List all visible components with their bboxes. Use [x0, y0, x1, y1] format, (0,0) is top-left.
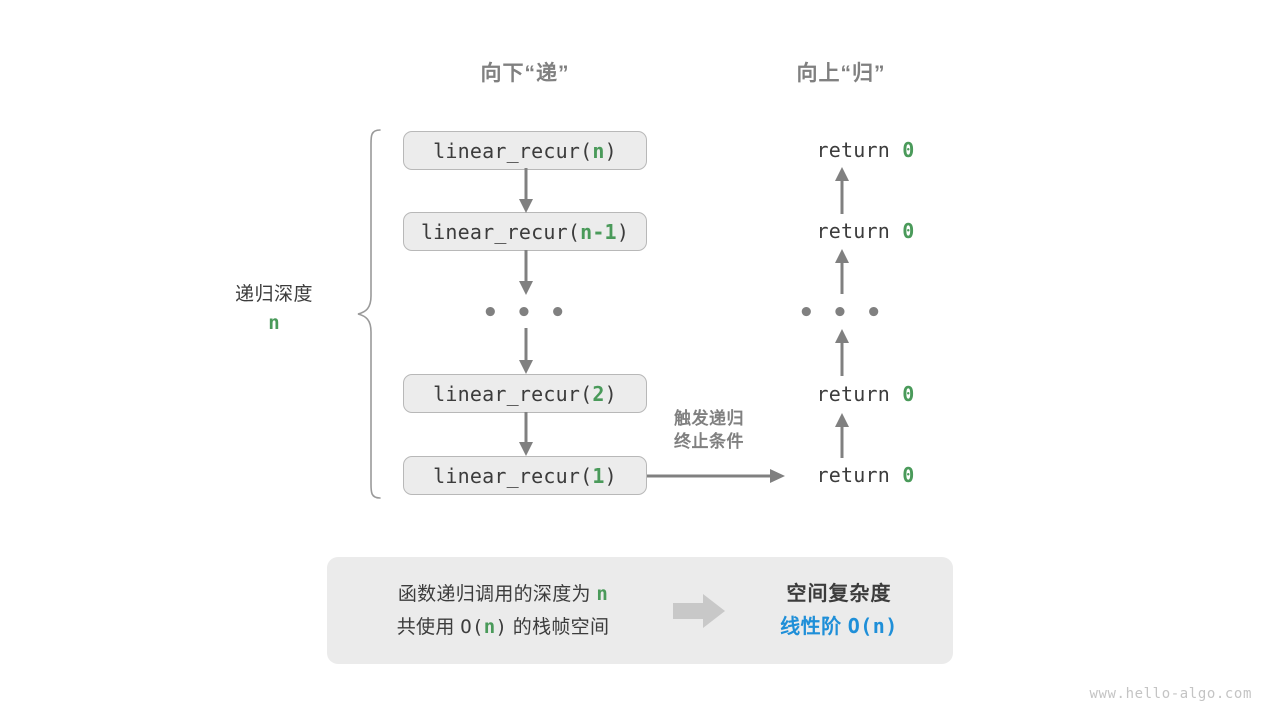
ascend-arrow-icon — [835, 413, 849, 458]
return-value: 0 — [902, 382, 915, 406]
summary-panel: 函数递归调用的深度为 n 共使用 O(n) 的栈帧空间 空间复杂度 线性阶 O(… — [327, 557, 953, 664]
return-value: 0 — [902, 463, 915, 487]
termination-note-line1: 触发递归 — [674, 409, 744, 428]
summary-line-1: 函数递归调用的深度为 n — [343, 578, 663, 611]
summary-line-2-bigo-close: ) — [495, 615, 508, 638]
complexity-bigo: O(n) — [847, 614, 898, 638]
frame-prefix: linear_recur( — [420, 219, 581, 244]
column-header-descend: 向下“递” — [480, 62, 570, 85]
ellipsis-right: • • • — [798, 298, 886, 328]
frame-argument: n-1 — [580, 219, 617, 244]
return-value: 0 — [902, 219, 915, 243]
descend-arrow-icon — [519, 328, 533, 374]
call-frame-box[interactable]: linear_recur(n-1) — [403, 212, 647, 251]
descend-arrow-icon — [519, 168, 533, 213]
summary-line-2-text-a: 共使用 — [396, 616, 461, 638]
ascend-arrow-icon — [835, 167, 849, 214]
summary-line-1-var: n — [596, 582, 609, 605]
summary-line-2-var: n — [483, 615, 496, 638]
return-keyword: return — [816, 138, 903, 162]
frame-argument: 2 — [592, 381, 605, 406]
descend-arrow-icon — [519, 250, 533, 295]
complexity-order-name: 线性阶 — [780, 616, 848, 638]
complexity-title: 空间复杂度 — [786, 583, 892, 605]
return-keyword: return — [816, 463, 903, 487]
recursion-depth-label: 递归深度 n — [235, 282, 313, 338]
right-block-arrow-icon — [673, 593, 725, 628]
descend-arrow-icon — [519, 412, 533, 456]
return-label: return 0 — [768, 358, 915, 430]
complexity-value: 线性阶 O(n) — [737, 610, 941, 643]
summary-line-1-text: 函数递归调用的深度为 — [397, 583, 597, 605]
summary-right-text: 空间复杂度 线性阶 O(n) — [737, 578, 953, 643]
frame-suffix: ) — [604, 381, 617, 406]
termination-note-line2: 终止条件 — [674, 432, 744, 451]
depth-brace-icon — [357, 129, 381, 499]
return-value: 0 — [902, 138, 915, 162]
call-frame-box[interactable]: linear_recur(n) — [403, 131, 647, 170]
summary-line-2-bigo-open: O( — [460, 615, 484, 638]
frame-suffix: ) — [604, 463, 617, 488]
return-keyword: return — [816, 382, 903, 406]
recursion-depth-text: 递归深度 — [234, 284, 314, 305]
frame-argument: n — [592, 138, 605, 163]
frame-suffix: ) — [604, 138, 617, 163]
call-frame-box[interactable]: linear_recur(1) — [403, 456, 647, 495]
frame-suffix: ) — [616, 219, 630, 244]
column-header-ascend: 向上“归” — [796, 62, 886, 85]
ascend-arrow-icon — [835, 329, 849, 376]
termination-note: 触发递归 终止条件 — [674, 407, 744, 453]
return-label: return 0 — [768, 195, 915, 267]
frame-prefix: linear_recur( — [433, 138, 593, 163]
summary-line-2-text-b: 的栈帧空间 — [507, 616, 610, 638]
frame-prefix: linear_recur( — [433, 463, 593, 488]
frame-argument: 1 — [592, 463, 605, 488]
return-label: return 0 — [768, 114, 915, 186]
summary-left-text: 函数递归调用的深度为 n 共使用 O(n) 的栈帧空间 — [327, 578, 663, 644]
summary-arrow-wrap — [663, 592, 737, 630]
recursion-depth-variable: n — [268, 312, 280, 334]
watermark: www.hello-algo.com — [1089, 686, 1252, 702]
return-label: return 0 — [768, 439, 915, 511]
return-keyword: return — [816, 219, 903, 243]
summary-line-2: 共使用 O(n) 的栈帧空间 — [343, 611, 663, 644]
ellipsis-left: • • • — [482, 298, 570, 328]
frame-prefix: linear_recur( — [433, 381, 593, 406]
ascend-arrow-icon — [835, 249, 849, 294]
base-case-arrow-icon — [647, 469, 785, 483]
call-frame-box[interactable]: linear_recur(2) — [403, 374, 647, 413]
